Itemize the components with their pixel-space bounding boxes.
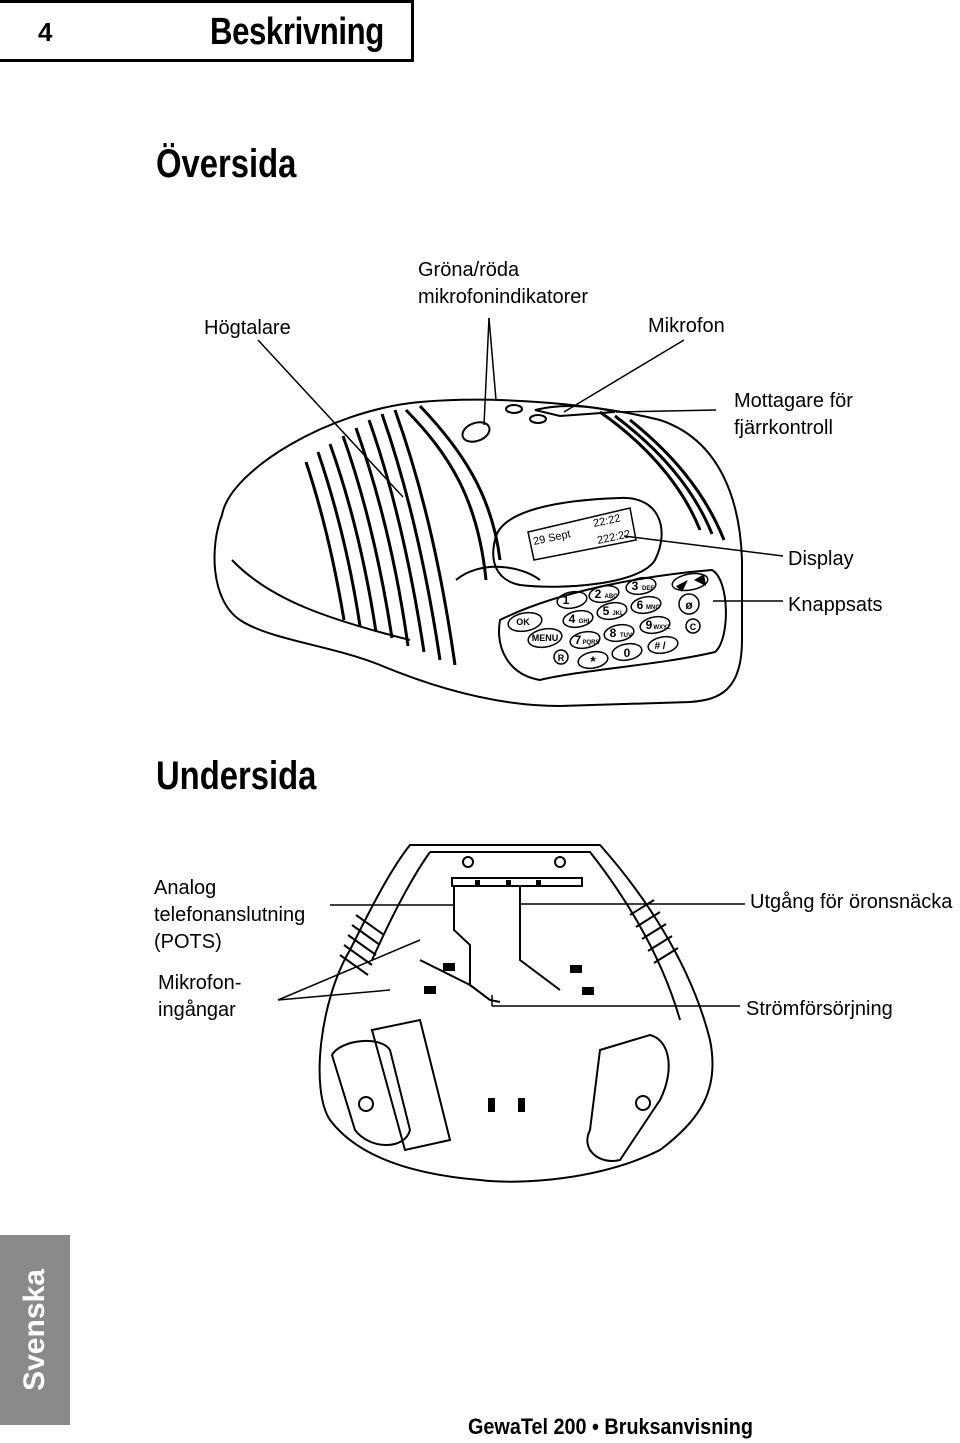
label-mic-indicators-1: Gröna/röda [418,259,520,281]
key-9: 9 [646,618,653,632]
phone-body-outline [213,398,743,708]
label-remote-1: Mottagare för [734,390,853,412]
label-speaker: Högtalare [204,317,291,339]
label-headset: Utgång för öronsnäcka [750,891,953,913]
label-pots-3: (POTS) [154,931,222,953]
key-ok: OK [516,617,530,627]
language-tab: Svenska [0,1235,70,1425]
svg-text:PQRS: PQRS [582,640,599,646]
svg-text:WXYZ: WXYZ [653,625,671,631]
key-8: 8 [610,626,617,640]
display-bezel [492,496,663,588]
svg-text:JKL: JKL [612,611,624,617]
key-star: * [590,653,596,669]
base-outline [318,844,714,1183]
key-5: 5 [603,604,610,618]
key-mute: ø [685,598,693,612]
key-r: R [558,653,565,663]
svg-text:MNO: MNO [646,605,660,611]
key-3: 3 [632,579,639,593]
svg-text:GHI: GHI [579,619,590,625]
key-hash: # / [654,641,665,652]
key-6: 6 [637,598,644,612]
key-7: 7 [575,633,582,647]
lcd-time: 22:22 [592,512,621,529]
key-1: 1 [563,593,570,607]
label-mic-inputs-1: Mikrofon- [158,972,242,994]
svg-text:DEF: DEF [642,586,654,592]
label-power: Strömförsörjning [746,998,893,1020]
key-menu: MENU [532,633,559,643]
keypad-plate [498,568,727,682]
mic-indicator-top [461,421,491,443]
label-mic-inputs-2: ingångar [158,999,236,1021]
svg-text:TUV: TUV [620,633,632,639]
label-pots-2: telefonanslutning [154,904,306,926]
page-number: 4 [38,17,53,47]
language-label: Svenska [18,1269,51,1391]
key-c: C [690,622,697,632]
label-keypad: Knappsats [788,594,883,616]
label-pots-1: Analog [154,877,217,899]
key-0: 0 [624,646,631,660]
label-microphone: Mikrofon [648,315,725,337]
chapter-header: 4 Beskrivning [0,0,414,62]
footer-manual-title: GewaTel 200 • Bruksanvisning [468,1414,753,1439]
label-display: Display [788,548,854,570]
lcd-screen [527,507,637,561]
label-remote-2: fjärrkontroll [734,417,833,439]
section-title-bottom: Undersida [156,754,317,798]
chapter-title: Beskrivning [210,11,384,53]
section-title-top: Översida [156,142,297,186]
key-2: 2 [595,587,602,601]
key-4: 4 [569,612,576,626]
label-mic-indicators-2: mikrofonindikatorer [418,286,589,308]
svg-text:ABC: ABC [605,594,619,600]
